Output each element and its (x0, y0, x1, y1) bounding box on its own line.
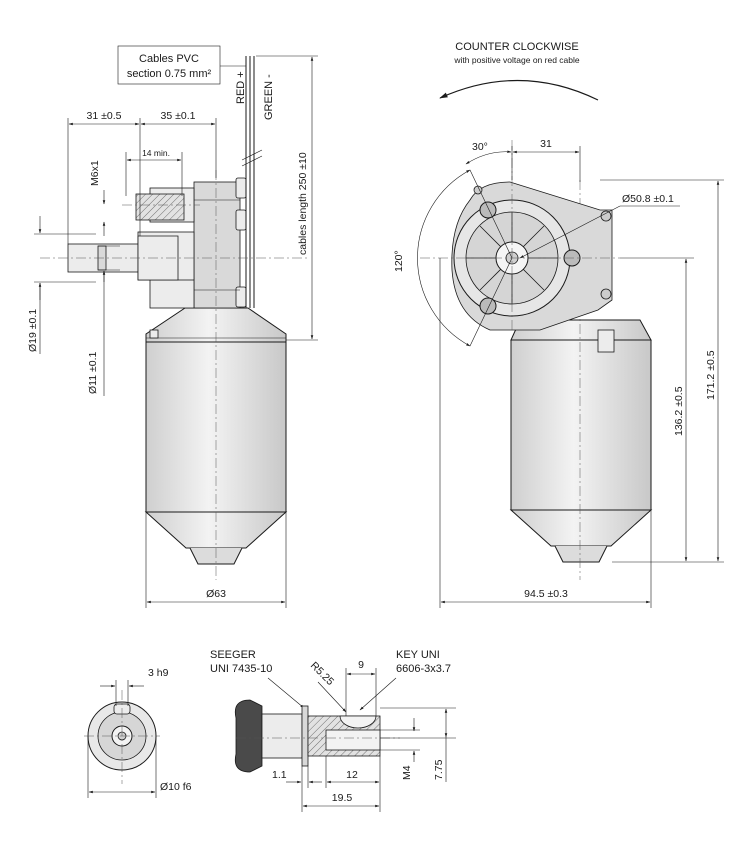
rotation-title: COUNTER CLOCKWISE (455, 41, 578, 53)
dim-94-5: 94.5 ±0.3 (524, 588, 568, 600)
dim-d11: Ø11 ±0.1 (87, 351, 99, 394)
dim-31: 31 (540, 138, 552, 150)
dim-m4: M4 (401, 765, 413, 780)
cables-note-line1: Cables PVC (139, 53, 199, 65)
gearbox-side (193, 181, 241, 309)
dim-3-h9: 3 h9 (148, 667, 169, 679)
dim-14-min: 14 min. (142, 148, 170, 158)
dim-7-75: 7.75 (433, 759, 445, 780)
key-label-line1: KEY UNI (396, 649, 440, 661)
shaft-section-view: SEEGER UNI 7435-10 KEY UNI 6606-3x3.7 R5… (210, 649, 456, 812)
dim-9: 9 (358, 659, 364, 671)
dim-d63: Ø63 (206, 588, 226, 600)
dim-m6x1: M6x1 (89, 160, 101, 186)
seeger-label-line1: SEEGER (210, 649, 256, 661)
dim-31-tol: 31 ±0.5 (87, 110, 122, 122)
red-wire-label: RED + (235, 71, 247, 104)
dim-d50-8: Ø50.8 ±0.1 (622, 193, 674, 205)
dim-d10-f6: Ø10 f6 (160, 781, 192, 793)
dim-35-tol: 35 ±0.1 (161, 110, 196, 122)
cables-length-dim: cables length 250 ±10 (297, 152, 309, 255)
dim-30-deg: 30° (472, 141, 488, 153)
dim-1-1: 1.1 (272, 769, 287, 781)
side-view: Cables PVC section 0.75 mm² RED + GREEN … (27, 45, 318, 608)
cables-note-line2: section 0.75 mm² (127, 68, 212, 80)
key-label-line2: 6606-3x3.7 (396, 663, 451, 675)
dim-136-2: 136.2 ±0.5 (673, 386, 685, 436)
dim-r5-25: R5.25 (308, 660, 336, 688)
dim-d19: Ø19 ±0.1 (27, 309, 39, 352)
dim-19-5: 19.5 (332, 792, 353, 804)
front-view: COUNTER CLOCKWISE with positive voltage … (393, 41, 724, 608)
green-wire-label: GREEN - (263, 74, 275, 120)
motor-body-front (510, 339, 652, 511)
dim-120-deg: 120° (393, 250, 405, 272)
shaft-end-view: 3 h9 Ø10 f6 (84, 667, 192, 798)
rotation-subtitle: with positive voltage on red cable (453, 55, 579, 65)
dim-12: 12 (346, 769, 358, 781)
dim-171-2: 171.2 ±0.5 (705, 350, 717, 400)
seeger-label-line2: UNI 7435-10 (210, 663, 272, 675)
